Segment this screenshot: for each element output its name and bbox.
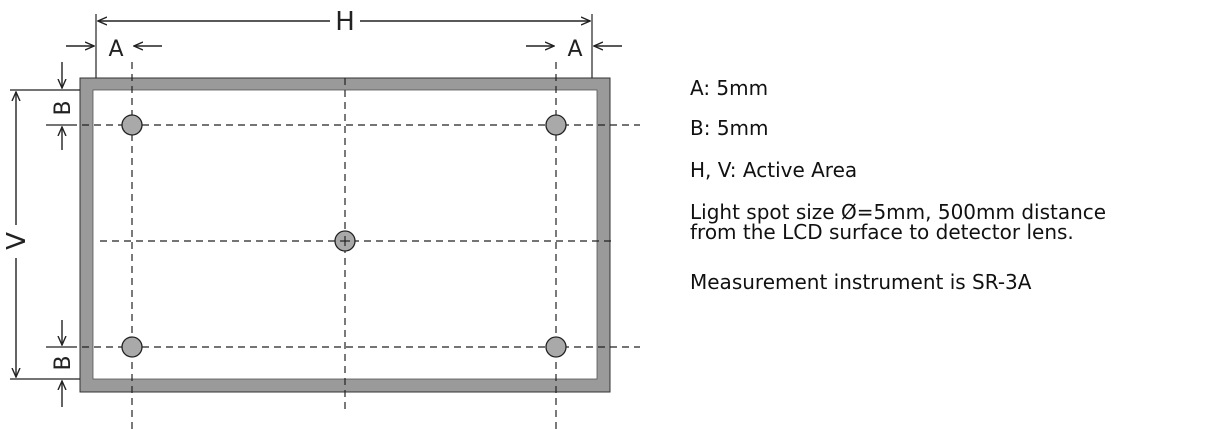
measurement-diagram: H A A V B B (2, 7, 640, 429)
spot-top-left (121, 114, 143, 136)
extension-lines (10, 14, 593, 380)
h-dimension: H (98, 7, 590, 37)
h-label: H (335, 7, 355, 37)
note-light-spot-line1: Light spot size Ø=5mm, 500mm distance (690, 200, 1107, 224)
a-label-right: A (567, 37, 582, 62)
measurement-spots (121, 114, 567, 358)
b-label-bottom: B (51, 355, 76, 370)
spot-bottom-left (121, 336, 143, 358)
spot-bottom-right (545, 336, 567, 358)
b-dimension-top: B (51, 62, 76, 150)
note-light-spot-line2: from the LCD surface to detector lens. (690, 220, 1074, 244)
a-dimension-right: A (526, 37, 622, 62)
note-active-area: H, V: Active Area (690, 158, 858, 182)
v-label: V (2, 232, 32, 250)
note-a-value: A: 5mm (690, 76, 769, 100)
b-dimension-bottom: B (51, 320, 76, 407)
spot-top-right (545, 114, 567, 136)
note-b-value: B: 5mm (690, 116, 769, 140)
b-label-top: B (51, 100, 76, 115)
a-label-left: A (108, 37, 123, 62)
a-dimension-left: A (66, 37, 162, 62)
v-dimension: V (2, 92, 32, 377)
note-instrument: Measurement instrument is SR-3A (690, 270, 1032, 294)
